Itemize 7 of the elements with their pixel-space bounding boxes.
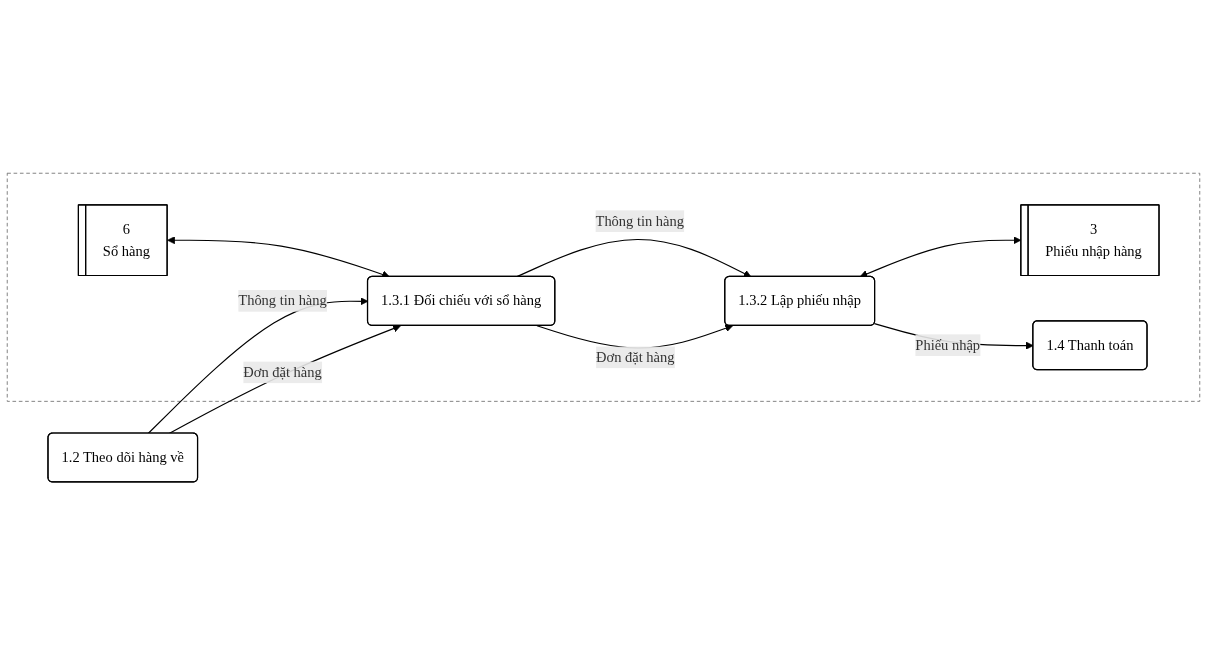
edge-label: Đơn đặt hàng — [596, 349, 675, 365]
edge-label: Phiếu nhập — [915, 337, 981, 353]
edge-label: Thông tin hàng — [595, 212, 685, 229]
edge-label: Thông tin hàng — [238, 292, 327, 309]
cluster — [6, 172, 1201, 402]
edge-label: Đơn đặt hàng — [243, 364, 322, 380]
arrow — [859, 236, 1022, 278]
